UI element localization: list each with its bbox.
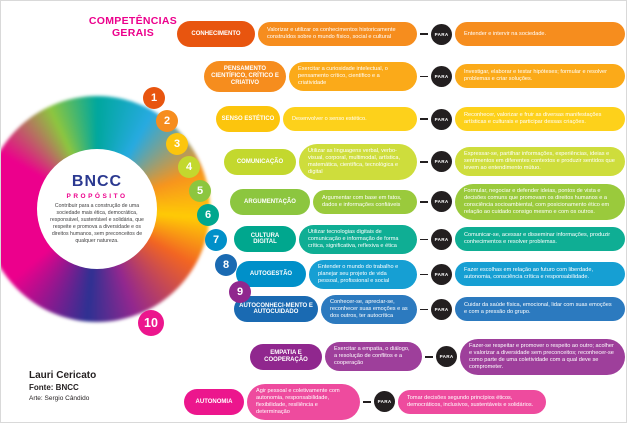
number-badge-5: 5 — [189, 180, 211, 202]
para-circle: PARA — [431, 263, 452, 285]
competency-action-pill: Conhecer-se, apreciar-se, reconhecer sua… — [321, 295, 417, 324]
credit-author: Lauri Cericato — [29, 370, 97, 381]
competency-name-pill: ARGUMENTAÇÃO — [230, 188, 310, 215]
connector-line — [420, 201, 428, 203]
competency-outcome-pill: Entender e intervir na sociedade. — [455, 22, 625, 46]
purpose-description: Contribuir para a construção de uma soci… — [50, 202, 144, 245]
number-badge-2: 2 — [156, 110, 178, 132]
competency-name-pill: EMPATIA E COOPERAÇÃO — [250, 343, 322, 370]
number-badge-3: 3 — [166, 133, 188, 155]
brand-title: BNCC — [71, 172, 123, 190]
connector-line — [420, 33, 428, 35]
competency-row-2: PENSAMENTO CIENTÍFICO, CRÍTICO E CRIATIV… — [204, 61, 625, 92]
number-badge-6: 6 — [197, 204, 219, 226]
page-title: COMPETÊNCIAS GERAIS — [88, 15, 178, 40]
para-circle: PARA — [431, 65, 452, 87]
competency-action-pill: Utilizar as linguagens verbal, verbo-vis… — [299, 144, 417, 180]
competency-action-pill: Exercitar a empatia, o diálogo, a resolu… — [325, 342, 422, 372]
connector-line — [420, 161, 428, 163]
connector-line — [420, 75, 428, 78]
competency-action-pill: Argumentar com base em fatos, dados e in… — [313, 189, 417, 214]
competency-name-pill: CULTURA DIGITAL — [234, 226, 296, 253]
competency-outcome-pill: Cuidar da saúde física, emocional, lidar… — [455, 297, 625, 322]
competency-action-pill: Agir pessoal e coletivamente com autonom… — [247, 384, 360, 420]
competency-outcome-pill: Formular, negociar e defender ideias, po… — [455, 184, 625, 220]
para-circle: PARA — [431, 191, 452, 213]
competency-action-pill: Entender o mundo do trabalho e planejar … — [309, 260, 417, 289]
credit-art: Arte: Sergio Cândido — [29, 395, 90, 402]
connector-line — [420, 118, 428, 120]
competency-outcome-pill: Fazer-se respeitar e promover o respeito… — [460, 339, 625, 375]
competency-outcome-pill: Reconhecer, valorizar e fruir as diversa… — [455, 107, 625, 131]
para-circle: PARA — [431, 298, 452, 320]
connector-line — [420, 273, 428, 276]
connector-line — [425, 356, 433, 358]
competency-action-pill: Desenvolver o senso estético. — [283, 107, 417, 131]
competency-name-pill: COMUNICAÇÃO — [224, 148, 296, 175]
competency-outcome-pill: Fazer escolhas em relação ao futuro com … — [455, 262, 625, 287]
number-badge-9: 9 — [229, 281, 251, 303]
competency-name-pill: CONHECIMENTO — [177, 21, 255, 47]
credit-source: Fonte: BNCC — [29, 383, 79, 392]
credits-block: Lauri Cericato Fonte: BNCC Arte: Sergio … — [29, 370, 96, 402]
connector-line — [420, 308, 428, 311]
connector-line — [363, 401, 371, 403]
para-circle: PARA — [431, 151, 452, 173]
para-circle: PARA — [431, 108, 452, 130]
para-circle: PARA — [431, 228, 452, 250]
para-circle: PARA — [374, 391, 395, 413]
para-circle: PARA — [431, 23, 452, 45]
number-badge-1: 1 — [143, 87, 165, 109]
connector-line — [420, 238, 428, 241]
number-badge-10: 10 — [138, 310, 164, 336]
competency-name-pill: AUTONOMIA — [184, 388, 244, 415]
competency-name-pill: AUTOCONHECI-MENTO E AUTOCUIDADO — [234, 296, 318, 323]
number-badge-8: 8 — [215, 254, 237, 276]
competency-name-pill: PENSAMENTO CIENTÍFICO, CRÍTICO E CRIATIV… — [204, 61, 286, 92]
competency-action-pill: Exercitar a curiosidade intelectual, o p… — [289, 61, 417, 91]
purpose-subtitle: PROPÓSITO — [66, 192, 128, 200]
competency-outcome-pill: Expressar-se, partilhar informações, exp… — [455, 147, 625, 177]
purpose-circle: BNCC PROPÓSITO Contribuir para a constru… — [37, 149, 157, 269]
competency-action-pill: Utilizar tecnologias digitais de comunic… — [299, 225, 417, 254]
competency-name-pill: SENSO ESTÉTICO — [216, 106, 280, 132]
para-circle: PARA — [436, 346, 457, 368]
competency-outcome-pill: Tomar decisões segundo princípios éticos… — [398, 389, 546, 414]
competency-outcome-pill: Comunicar-se, acessar e disseminar infor… — [455, 227, 625, 252]
competency-outcome-pill: Investigar, elaborar e testar hipóteses;… — [455, 64, 625, 89]
competency-action-pill: Valorizar e utilizar os conhecimentos hi… — [258, 22, 417, 46]
number-badge-4: 4 — [178, 156, 200, 178]
number-badge-7: 7 — [205, 229, 227, 251]
